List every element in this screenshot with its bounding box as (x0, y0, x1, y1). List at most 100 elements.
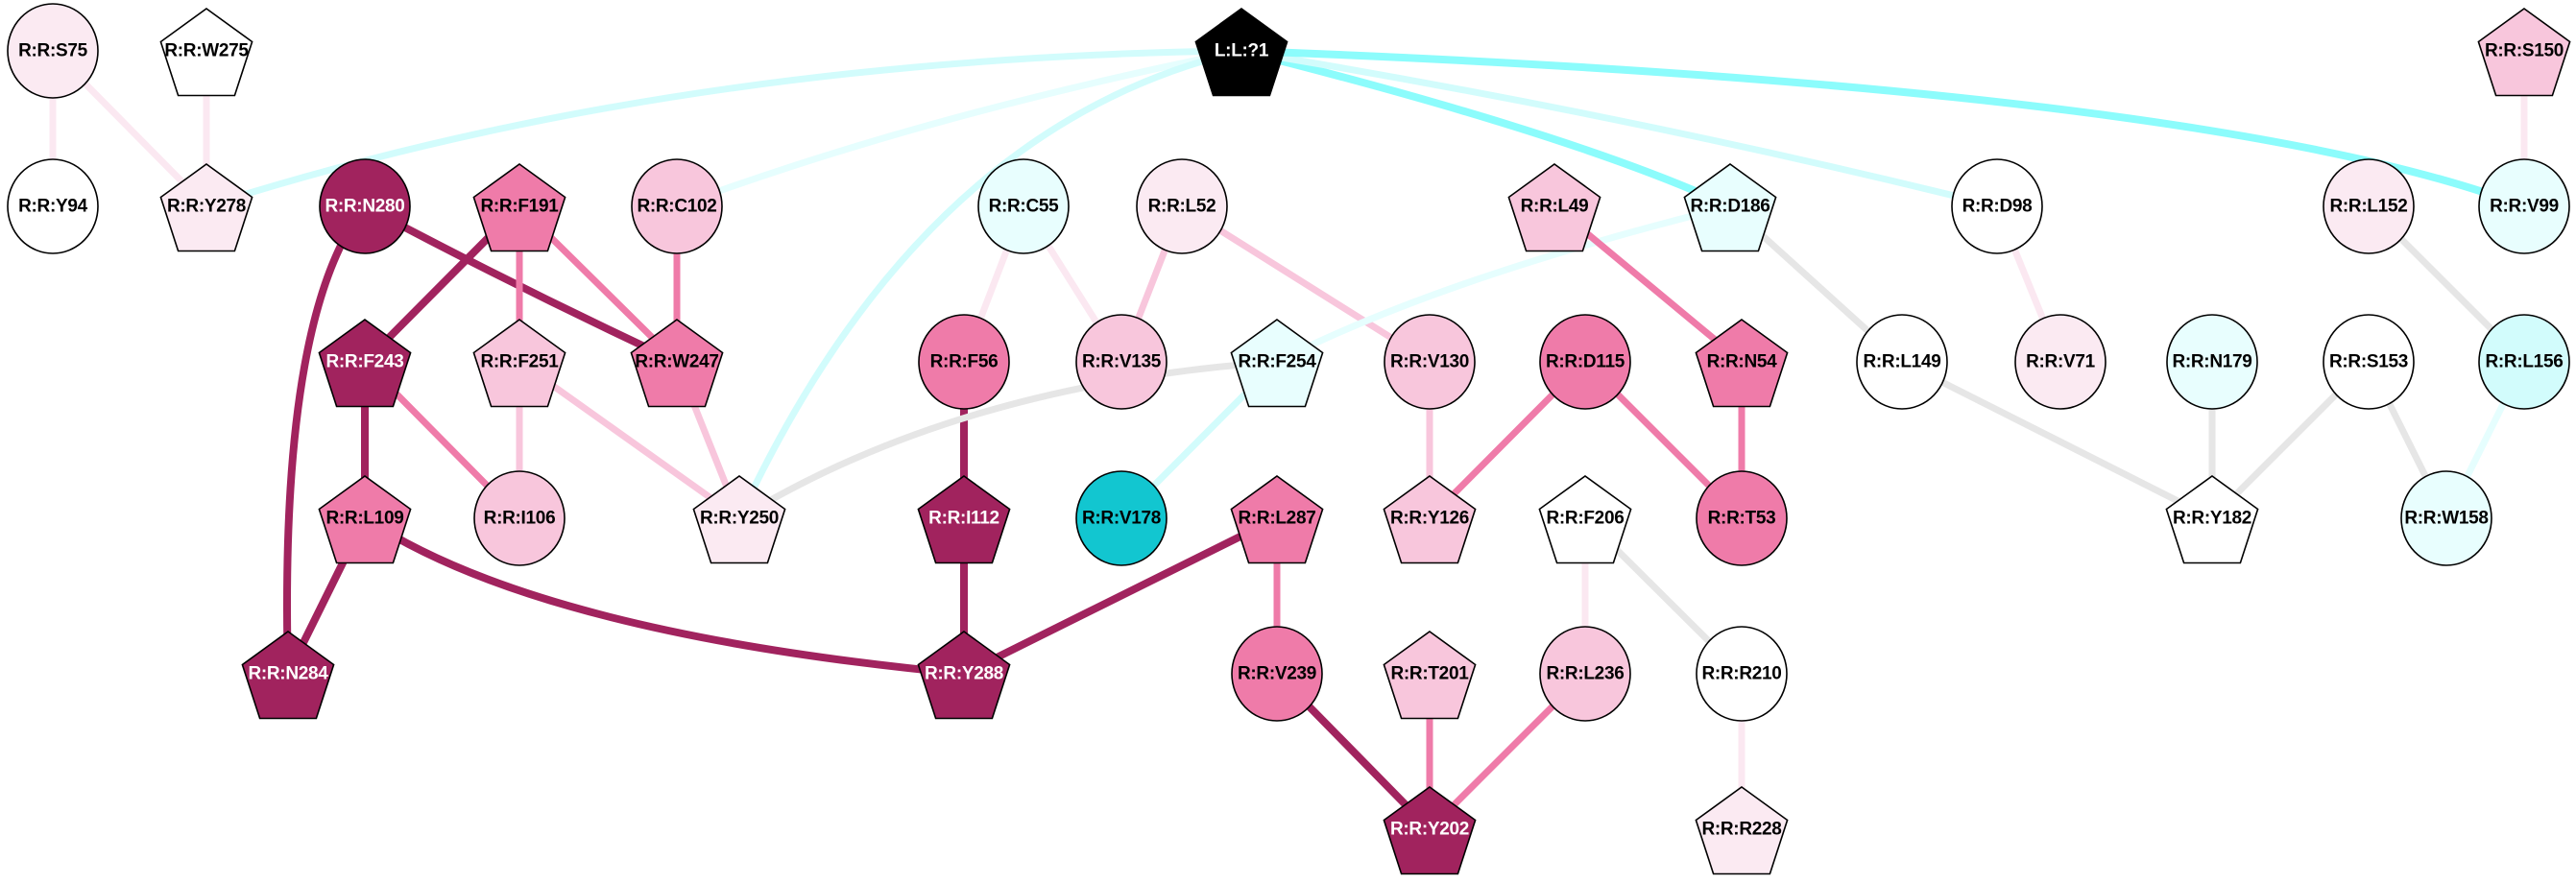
node-circle (1539, 626, 1631, 722)
node-l109[interactable]: R:R:L109 (318, 475, 412, 564)
node-i106[interactable]: R:R:I106 (473, 470, 566, 566)
node-circle (1696, 470, 1788, 566)
node-circle (631, 158, 723, 254)
node-circle (2323, 158, 2415, 254)
node-v130[interactable]: R:R:V130 (1384, 314, 1476, 410)
node-w275[interactable]: R:R:W275 (159, 8, 253, 97)
node-circle (473, 470, 566, 566)
node-circle (2014, 314, 2107, 410)
node-r228[interactable]: R:R:R228 (1695, 786, 1789, 875)
node-label: R:R:N280 (325, 197, 404, 217)
node-n179[interactable]: R:R:N179 (2166, 314, 2258, 410)
node-pentagon (1230, 475, 1324, 564)
node-d98[interactable]: R:R:D98 (1951, 158, 2043, 254)
node-y182[interactable]: R:R:Y182 (2165, 475, 2259, 564)
node-f206[interactable]: R:R:F206 (1538, 475, 1632, 564)
node-label: R:R:F254 (1238, 352, 1316, 372)
node-label: R:R:L152 (2329, 197, 2407, 217)
node-label: R:R:S75 (18, 41, 88, 61)
node-f251[interactable]: R:R:F251 (472, 319, 566, 408)
node-s150[interactable]: R:R:S150 (2477, 8, 2571, 97)
node-l149[interactable]: R:R:L149 (1856, 314, 1948, 410)
node-w158[interactable]: R:R:W158 (2400, 470, 2492, 566)
node-v99[interactable]: R:R:V99 (2478, 158, 2570, 254)
node-y126[interactable]: R:R:Y126 (1383, 475, 1477, 564)
node-label: R:R:I106 (484, 509, 556, 529)
node-n54[interactable]: R:R:N54 (1695, 319, 1789, 408)
node-label: R:R:L149 (1863, 352, 1940, 372)
node-label: R:R:N284 (248, 664, 328, 684)
node-y202[interactable]: R:R:Y202 (1383, 786, 1477, 875)
node-y250[interactable]: R:R:Y250 (692, 475, 786, 564)
node-r210[interactable]: R:R:R210 (1696, 626, 1788, 722)
node-pentagon (159, 8, 253, 97)
node-v71[interactable]: R:R:V71 (2014, 314, 2107, 410)
node-n284[interactable]: R:R:N284 (241, 631, 335, 720)
node-v135[interactable]: R:R:V135 (1075, 314, 1168, 410)
node-d186[interactable]: R:R:D186 (1683, 163, 1777, 252)
node-pentagon (2165, 475, 2259, 564)
node-label: R:R:N54 (1707, 352, 1778, 372)
node-l287[interactable]: R:R:L287 (1230, 475, 1324, 564)
node-l49[interactable]: R:R:L49 (1507, 163, 1601, 252)
node-pentagon (1194, 8, 1288, 97)
edge-l52-v130 (1180, 203, 1432, 365)
node-f191[interactable]: R:R:F191 (472, 163, 566, 252)
node-s75[interactable]: R:R:S75 (7, 3, 99, 99)
node-label: R:R:F243 (325, 352, 403, 372)
node-label: R:R:F251 (480, 352, 559, 372)
node-label: R:R:V239 (1238, 664, 1316, 684)
node-v239[interactable]: R:R:V239 (1231, 626, 1323, 722)
node-f56[interactable]: R:R:F56 (918, 314, 1010, 410)
node-i112[interactable]: R:R:I112 (917, 475, 1011, 564)
node-label: R:R:D186 (1690, 197, 1769, 217)
node-circle (1384, 314, 1476, 410)
node-pentagon (630, 319, 724, 408)
node-t201[interactable]: R:R:T201 (1383, 631, 1477, 720)
node-l52[interactable]: R:R:L52 (1136, 158, 1228, 254)
node-f254[interactable]: R:R:F254 (1230, 319, 1324, 408)
node-label: L:L:?1 (1215, 41, 1269, 61)
node-pentagon (1383, 786, 1477, 875)
node-d115[interactable]: R:R:D115 (1539, 314, 1631, 410)
node-l156[interactable]: R:R:L156 (2478, 314, 2570, 410)
node-circle (918, 314, 1010, 410)
node-label: R:R:V178 (1082, 509, 1161, 529)
node-pentagon (1507, 163, 1601, 252)
node-s153[interactable]: R:R:S153 (2323, 314, 2415, 410)
node-circle (2478, 158, 2570, 254)
edge-lig-d98 (1240, 47, 1998, 210)
node-l236[interactable]: R:R:L236 (1539, 626, 1631, 722)
node-circle (1951, 158, 2043, 254)
node-y278[interactable]: R:R:Y278 (159, 163, 253, 252)
edge-f254-y250 (737, 358, 1278, 521)
edge-lig-d186 (1240, 47, 1732, 210)
edge-l287-y288 (962, 514, 1279, 678)
node-n280[interactable]: R:R:N280 (319, 158, 411, 254)
node-t53[interactable]: R:R:T53 (1696, 470, 1788, 566)
node-pentagon (241, 631, 335, 720)
node-label: R:R:C102 (637, 197, 716, 217)
node-label: R:R:D115 (1546, 352, 1625, 372)
node-label: R:R:R210 (1701, 664, 1781, 684)
node-label: R:R:Y278 (167, 197, 246, 217)
node-circle (7, 3, 99, 99)
edge-d186-f254 (1275, 203, 1731, 366)
node-pentagon (1383, 631, 1477, 720)
node-l152[interactable]: R:R:L152 (2323, 158, 2415, 254)
node-pentagon (159, 163, 253, 252)
node-lig[interactable]: L:L:?1 (1194, 8, 1288, 97)
node-label: R:R:V99 (2490, 197, 2559, 217)
node-c55[interactable]: R:R:C55 (977, 158, 1070, 254)
node-w247[interactable]: R:R:W247 (630, 319, 724, 408)
node-y94[interactable]: R:R:Y94 (7, 158, 99, 254)
node-v178[interactable]: R:R:V178 (1075, 470, 1168, 566)
node-label: R:R:N179 (2172, 352, 2251, 372)
node-circle (1075, 470, 1168, 566)
node-c102[interactable]: R:R:C102 (631, 158, 723, 254)
node-f243[interactable]: R:R:F243 (318, 319, 412, 408)
node-y288[interactable]: R:R:Y288 (917, 631, 1011, 720)
edge-f251-y250 (517, 359, 742, 521)
node-label: R:R:Y94 (18, 197, 88, 217)
